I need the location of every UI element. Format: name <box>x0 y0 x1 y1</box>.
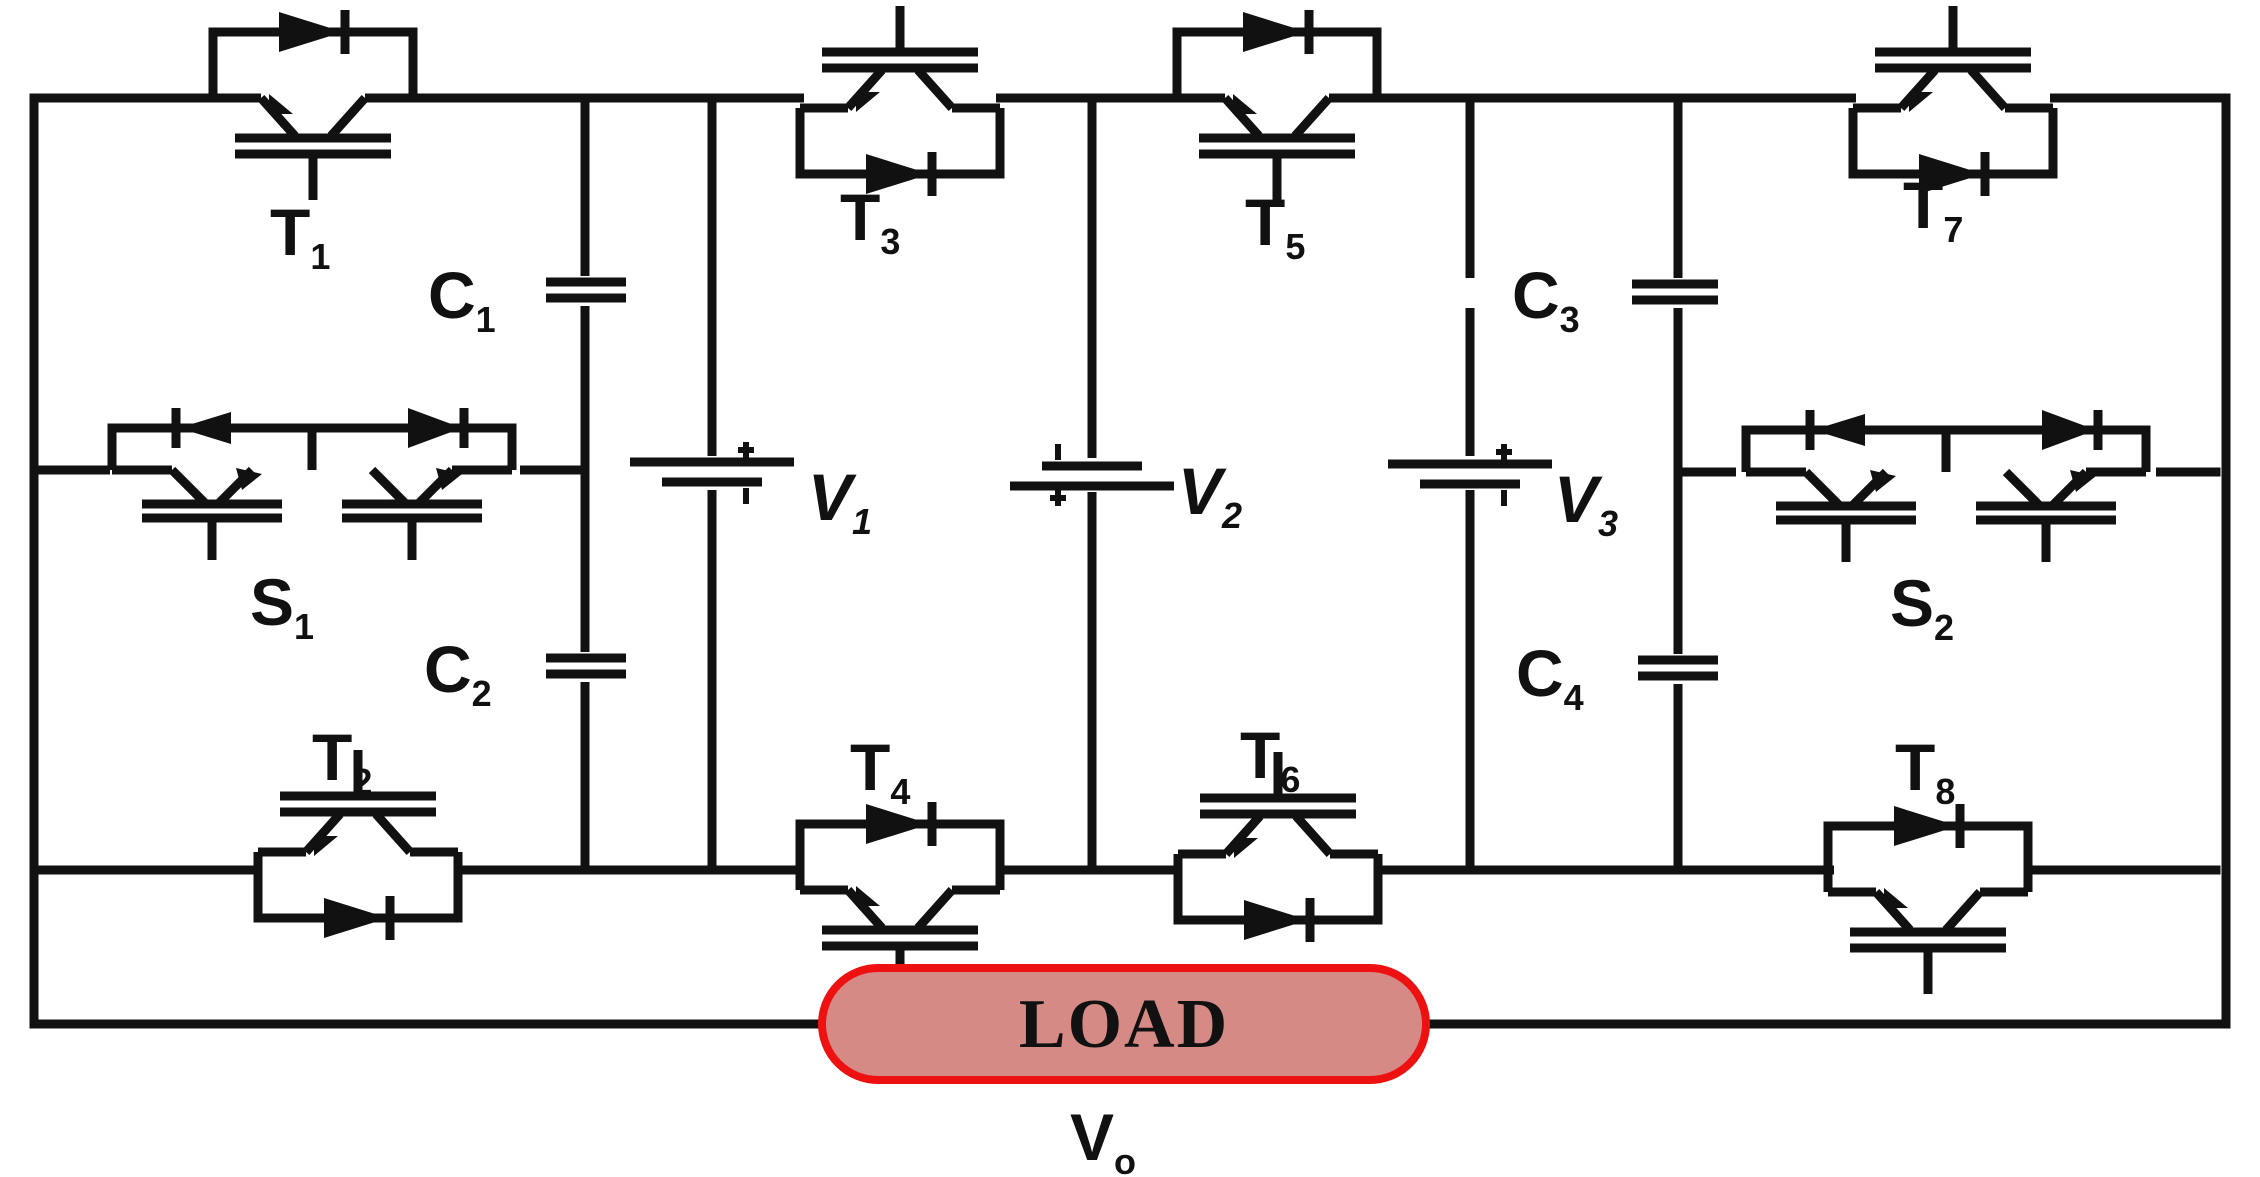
label-t2: T2 <box>312 720 372 802</box>
capacitor-C3 <box>1456 278 1718 308</box>
label-t8: T8 <box>1895 730 1955 812</box>
switch-T5 <box>1177 10 1377 200</box>
label-t6: T6 <box>1240 718 1300 800</box>
switch-S1 <box>110 408 520 560</box>
switch-T3 <box>800 6 1000 196</box>
label-t1: T1 <box>270 195 330 277</box>
capacitor-C2 <box>546 652 626 682</box>
switch-T4 <box>800 802 1000 992</box>
source-V2 <box>1010 444 1174 506</box>
source-V3 <box>1388 444 1552 506</box>
label-c2: C2 <box>424 632 492 714</box>
switch-T7 <box>1853 6 2053 196</box>
label-v2: V2 <box>1178 454 1242 536</box>
load-label: LOAD <box>1019 986 1229 1063</box>
label-c3: C3 <box>1512 258 1580 340</box>
label-t3: T3 <box>840 180 900 262</box>
label-t7: T7 <box>1903 168 1963 250</box>
label-v1: V1 <box>808 460 872 542</box>
switch-S2 <box>1736 410 2156 562</box>
label-v3: V3 <box>1554 462 1618 544</box>
switch-T2 <box>258 750 460 940</box>
source-V1 <box>630 442 794 504</box>
label-vo: Vo <box>1070 1100 1136 1177</box>
label-s1: S1 <box>250 565 314 647</box>
label-t4: T4 <box>850 730 910 812</box>
label-s2: S2 <box>1890 566 1954 648</box>
label-c4: C4 <box>1516 636 1584 718</box>
load-block: LOAD <box>818 964 1430 1084</box>
label-c1: C1 <box>428 258 496 340</box>
switch-T8 <box>1828 804 2030 994</box>
label-t5: T5 <box>1245 185 1305 267</box>
capacitor-C1 <box>546 276 626 306</box>
capacitor-C4 <box>1638 654 1718 684</box>
switch-T1 <box>213 10 413 200</box>
switch-T6 <box>1178 752 1380 942</box>
